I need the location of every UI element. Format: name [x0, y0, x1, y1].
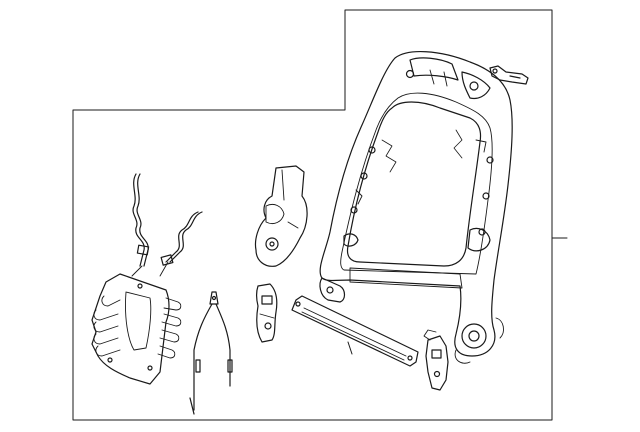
heater-wire-harness [131, 173, 203, 277]
lumbar-support-strip [291, 295, 419, 367]
side-bracket-lower [423, 329, 449, 391]
cable-connector-assembly [189, 291, 233, 415]
seat-back-frame [319, 51, 513, 364]
seat-heater-pad [91, 273, 182, 385]
recliner-cover-upper [254, 165, 308, 267]
recliner-bracket-small [255, 283, 278, 343]
frame-clip-tab [489, 65, 529, 85]
boundary-frame [72, 9, 553, 421]
